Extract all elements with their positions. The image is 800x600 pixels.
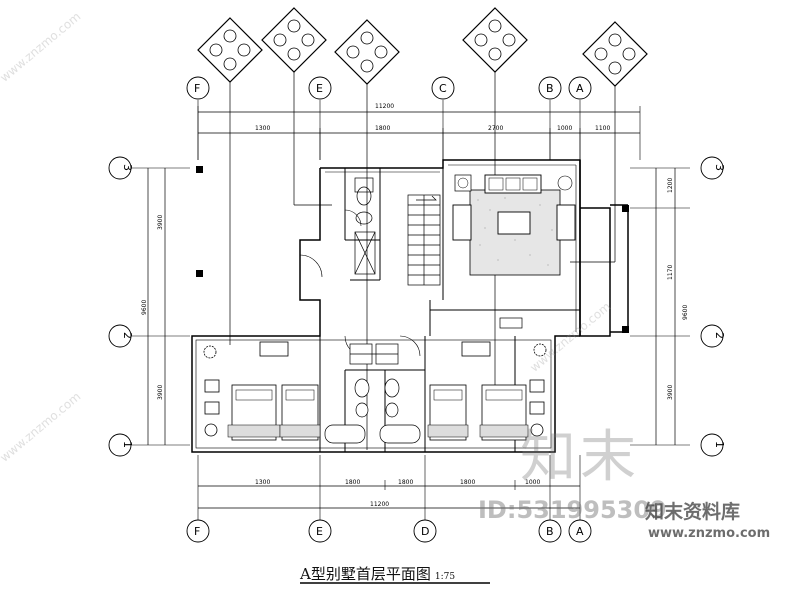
dim-left-1: 3900 [157, 215, 164, 230]
watermark-id: ID:531995309 [478, 496, 667, 524]
left-dimensions [132, 167, 190, 446]
axis-label-top-E: E [316, 82, 323, 95]
watermark-url: www.znzmo.com [648, 526, 771, 541]
axis-bubble-bottom-B: B [538, 515, 562, 543]
dim-top-total: 11200 [375, 103, 394, 110]
living-room-furniture [452, 174, 576, 329]
axis-bubble-top-C: C [431, 76, 455, 160]
axis-label-top-C: C [439, 82, 447, 95]
fixture-callout-5 [570, 21, 648, 263]
dim-top-2: 1800 [375, 125, 390, 132]
axis-bubble-right-3: 3 [700, 156, 726, 180]
dim-top-3: 2700 [488, 125, 503, 132]
dim-bottom-total: 11200 [370, 501, 389, 508]
axis-bubble-left-2: 2 [108, 324, 134, 348]
axis-bubble-bottom-E: E [308, 515, 332, 543]
interior-walls [319, 168, 580, 452]
dim-right-1: 1200 [667, 178, 674, 193]
staircase [407, 194, 441, 286]
watermark-brand: 知末 [520, 425, 640, 490]
axis-bubble-left-3: 3 [108, 156, 134, 180]
dim-bottom-1: 1300 [255, 479, 270, 486]
dim-left-total: 9600 [141, 300, 148, 315]
axis-bubble-left-1: 1 [108, 433, 134, 457]
axis-bubble-top-E: E [308, 76, 332, 160]
axis-bubble-right-1: 1 [700, 433, 726, 457]
axis-label-bottom-D: D [421, 525, 429, 538]
axis-label-left-2: 2 [121, 332, 134, 339]
fixture-callout-2 [261, 7, 332, 206]
dim-bottom-3: 1800 [398, 479, 413, 486]
fixture-callout-3 [334, 19, 400, 450]
dim-bottom-5: 1000 [525, 479, 540, 486]
drawing-title-text: A型别墅首层平面图 [300, 565, 431, 583]
column-marker-2 [196, 270, 203, 277]
right-dimensions [630, 167, 690, 446]
bathroom-fixtures-bottom [324, 343, 421, 444]
axis-label-bottom-E: E [316, 525, 323, 538]
bedroom-left-furniture [203, 341, 321, 441]
dim-top-5: 1100 [595, 125, 610, 132]
column-marker-4 [622, 326, 629, 333]
axis-bubble-right-2: 2 [700, 324, 726, 348]
bathroom-fixtures-top [354, 177, 376, 275]
axis-bubble-bottom-D: D [413, 515, 437, 543]
exterior-wall-inner-lines [195, 164, 577, 449]
column-marker-1 [196, 166, 203, 173]
axis-label-right-2: 2 [713, 332, 726, 339]
dim-bottom-2: 1800 [345, 479, 360, 486]
axis-label-bottom-A: A [576, 525, 584, 538]
dim-right-total: 9600 [682, 305, 689, 320]
axis-label-top-B: B [546, 82, 554, 95]
axis-bubble-bottom-F: F [186, 515, 210, 543]
axis-bubble-top-F: F [186, 76, 210, 160]
bottom-dimensions [197, 455, 581, 515]
dim-top-4: 1000 [557, 125, 572, 132]
axis-label-bottom-B: B [546, 525, 554, 538]
axis-label-top-A: A [576, 82, 584, 95]
axis-label-left-1: 1 [121, 441, 134, 448]
column-marker-3 [622, 205, 629, 212]
dim-top-1: 1300 [255, 125, 270, 132]
axis-bubble-top-A: A [568, 76, 592, 160]
watermark-library: 知末资料库 [645, 501, 741, 523]
axis-label-right-3: 3 [713, 164, 726, 171]
axis-label-right-1: 1 [713, 441, 726, 448]
axis-bubble-bottom-A: A [568, 515, 592, 543]
axis-label-left-3: 3 [121, 164, 134, 171]
axis-label-top-F: F [194, 82, 200, 95]
dim-bottom-4: 1800 [460, 479, 475, 486]
drawing-scale: 1:75 [434, 572, 456, 582]
axis-label-bottom-F: F [194, 525, 200, 538]
dim-left-2: 3900 [157, 385, 164, 400]
fixture-callout-1 [197, 17, 263, 345]
dim-right-3: 3900 [667, 385, 674, 400]
bedroom-right-furniture [427, 341, 547, 441]
axis-bubble-top-B: B [538, 76, 562, 160]
top-dimensions [197, 106, 641, 160]
dim-right-2: 1170 [667, 265, 674, 280]
